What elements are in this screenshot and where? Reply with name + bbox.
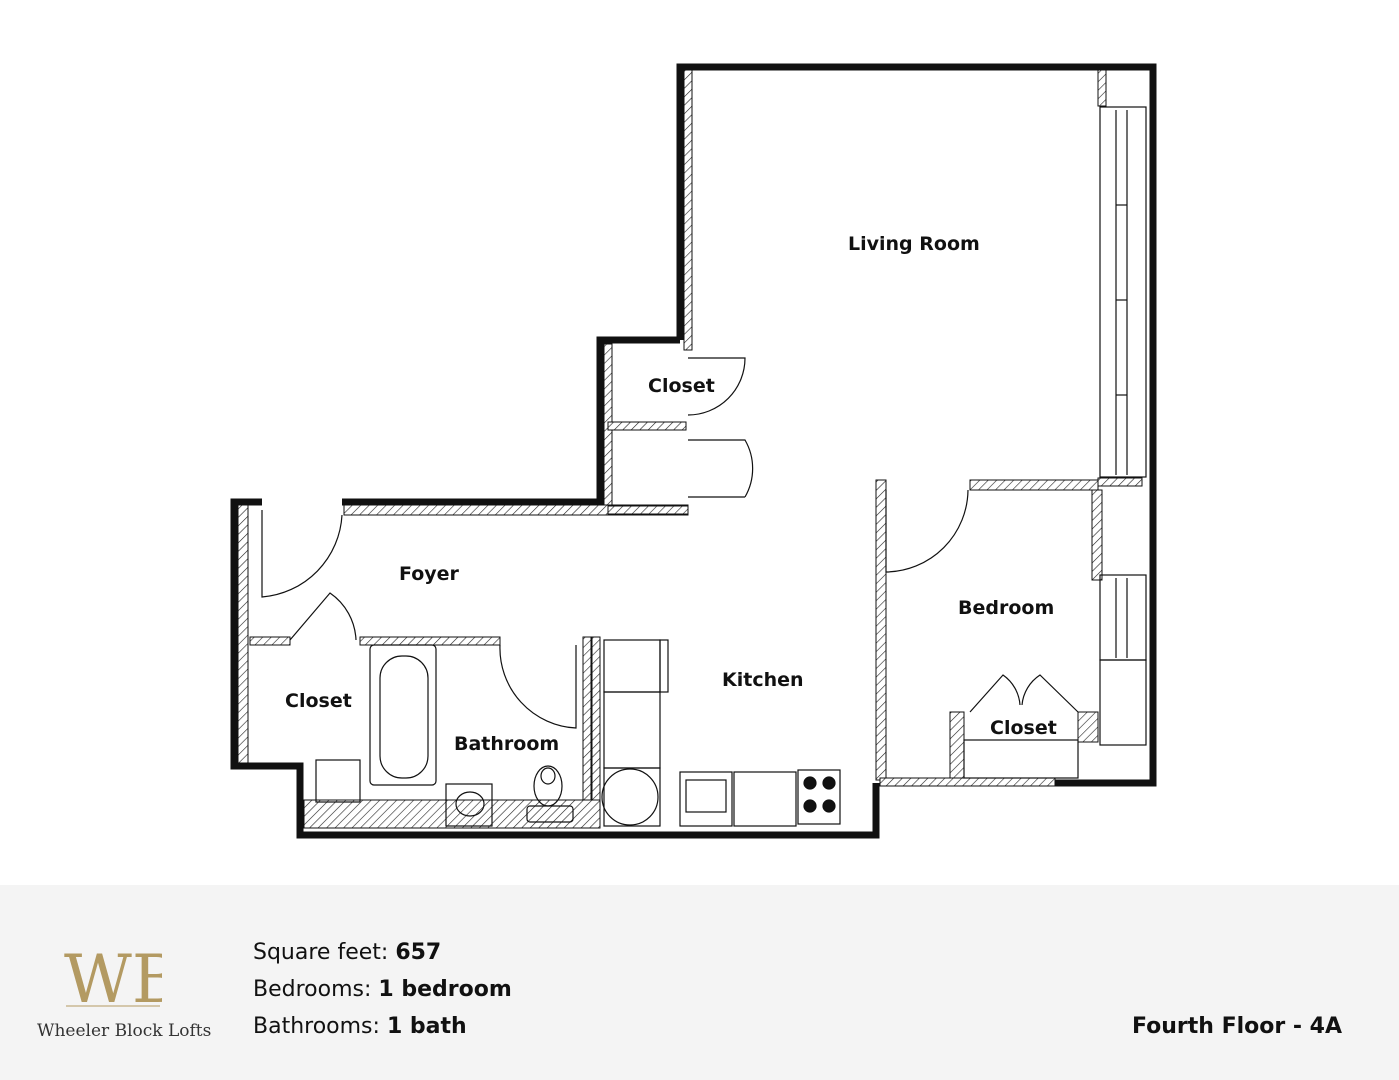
interior-walls: [237, 69, 1143, 829]
spec-label: Square feet:: [253, 940, 389, 965]
foyer-label: Foyer: [399, 563, 460, 585]
spec-value: 1 bedroom: [378, 977, 512, 1002]
floor-plan: Living Room Closet Foyer Bedroom Closet …: [230, 63, 1157, 839]
doors: [261, 357, 1079, 729]
brand-monogram: WB: [64, 941, 162, 1010]
spec-bathrooms: Bathrooms: 1 bath: [253, 1014, 467, 1039]
bathroom-label: Bathroom: [454, 733, 559, 755]
spec-square-feet: Square feet: 657: [253, 940, 441, 965]
spec-bedrooms: Bedrooms: 1 bedroom: [253, 977, 512, 1002]
closet-bedroom-label: Closet: [990, 717, 1057, 739]
brand-logo: WB: [64, 941, 162, 1010]
spec-label: Bedrooms:: [253, 977, 372, 1002]
spec-label: Bathrooms:: [253, 1014, 380, 1039]
fixtures: [315, 639, 1079, 827]
living-room-label: Living Room: [848, 233, 980, 255]
brand-name: Wheeler Block Lofts: [37, 1021, 212, 1041]
closet-left-label: Closet: [285, 690, 352, 712]
exterior-walls: [230, 63, 1157, 839]
info-footer: [0, 885, 1399, 1080]
closet-upper-label: Closet: [648, 375, 715, 397]
unit-label: Fourth Floor - 4A: [1131, 1014, 1342, 1039]
kitchen-label: Kitchen: [722, 669, 804, 691]
bedroom-label: Bedroom: [958, 597, 1054, 619]
windows: [1099, 106, 1147, 746]
spec-value: 1 bath: [386, 1014, 467, 1039]
spec-value: 657: [395, 940, 442, 965]
